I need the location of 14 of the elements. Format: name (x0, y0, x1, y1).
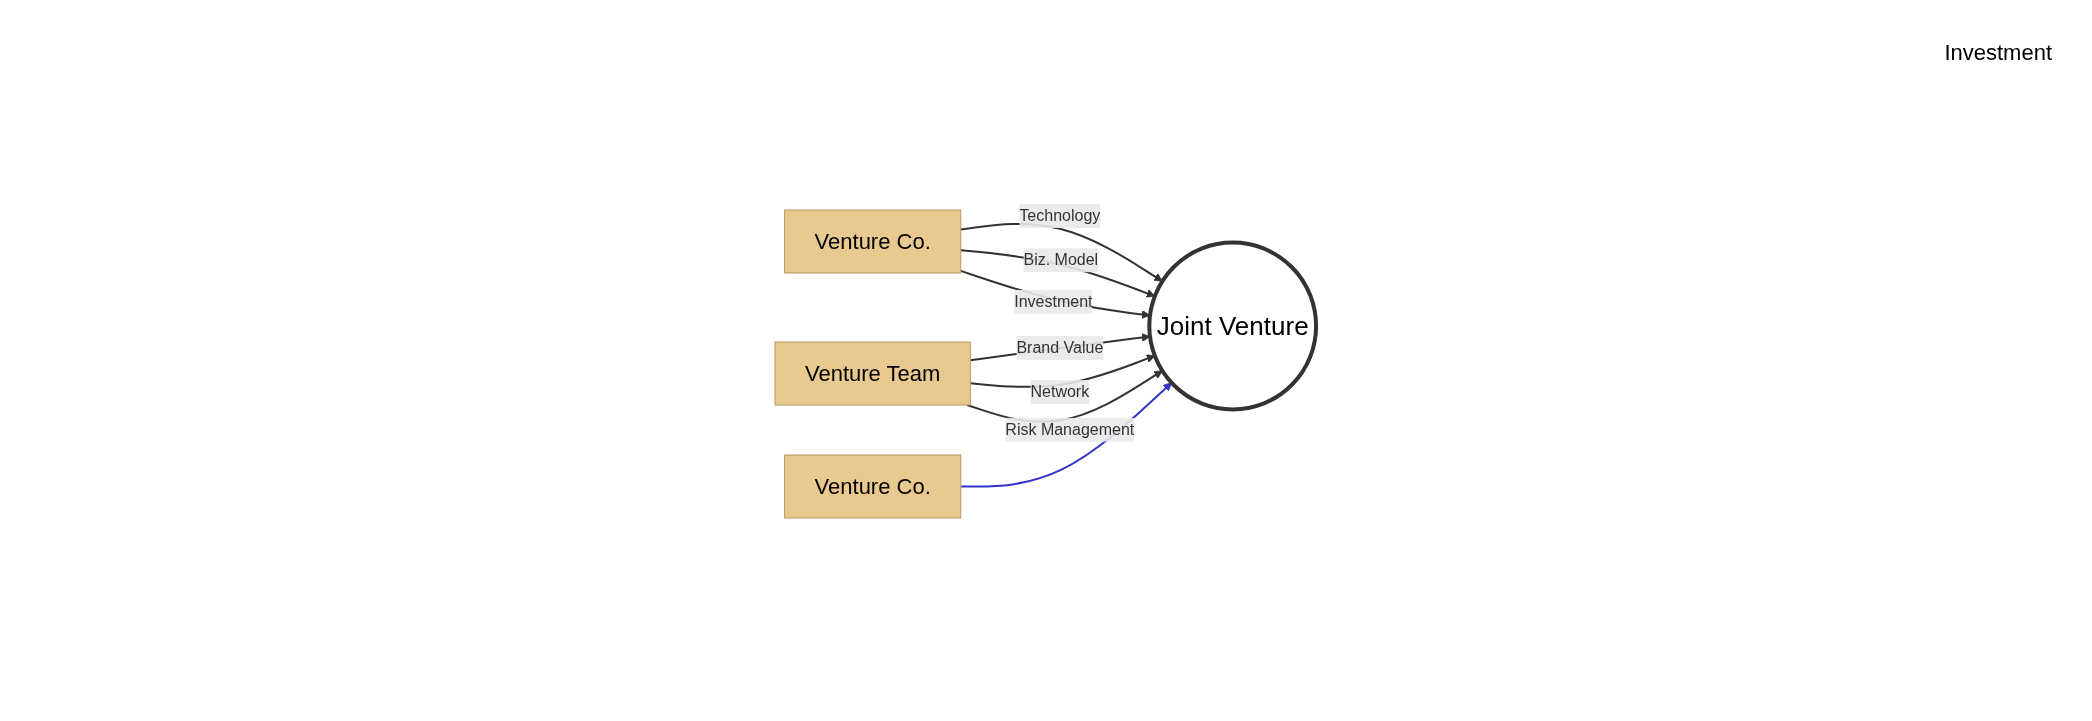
arrow (960, 222, 1164, 282)
node-circle: Joint Venture (1147, 240, 1319, 411)
node-box: Venture Co. (784, 454, 962, 518)
node-box: Venture Co. (784, 209, 962, 273)
edge-label: Biz. Model (1023, 250, 1099, 268)
arrow (960, 269, 1151, 319)
note-text: Investment (1944, 40, 2052, 66)
edge-label: Investment (1014, 292, 1093, 310)
node-box: Venture Team (774, 341, 972, 405)
arrow (969, 332, 1151, 361)
edge-label: Network (1030, 382, 1090, 400)
edge-label: Technology (1019, 206, 1101, 224)
edge-label: Risk Management (1005, 420, 1135, 438)
edge-label: Brand Value (1016, 338, 1104, 356)
